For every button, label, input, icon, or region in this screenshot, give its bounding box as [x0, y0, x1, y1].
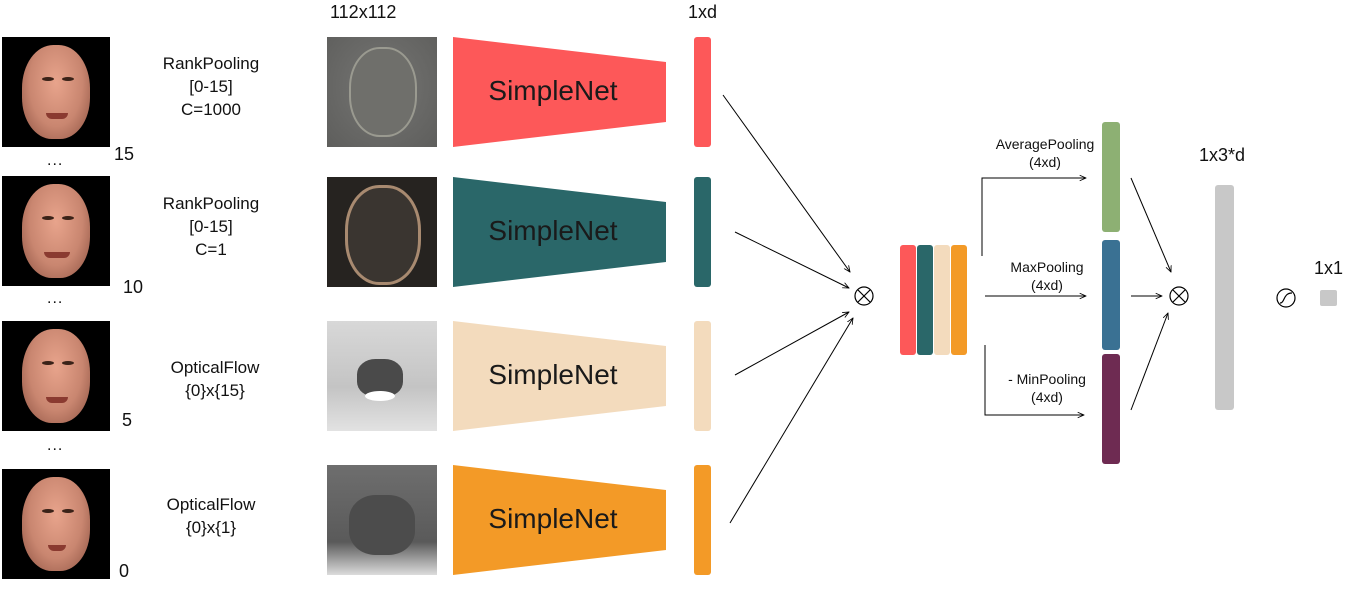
concat-feature-bar — [951, 245, 967, 355]
simplenet-block: SimpleNet — [453, 465, 666, 575]
input-method-label: RankPooling[0-15]C=1000 — [162, 54, 260, 119]
circled-times-icon — [854, 286, 874, 306]
concat-size-header: 1x3*d — [1199, 145, 1246, 165]
pooling-branch-arrow — [981, 178, 1086, 256]
pool-to-fusion-arrow — [1130, 177, 1171, 272]
image-size-header: 112x112 — [330, 2, 397, 22]
simplenet-label: SimpleNet — [488, 215, 618, 246]
feature-vector — [694, 37, 711, 147]
input-method-label: RankPooling[0-15]C=1 — [162, 194, 260, 259]
simplenet-block: SimpleNet — [453, 321, 666, 431]
feature-to-fusion-arrow — [722, 94, 850, 272]
feature-vector — [694, 321, 711, 431]
pooling-branch-arrow — [984, 345, 1084, 415]
feature-to-fusion-arrow — [729, 318, 853, 524]
simplenet-label: SimpleNet — [488, 359, 618, 390]
concat-feature-bar — [934, 245, 950, 355]
feature-size-header: 1xd — [688, 2, 718, 22]
face-frame-image — [2, 176, 110, 286]
simplenet-block: SimpleNet — [453, 37, 666, 147]
face-frame-image — [2, 37, 110, 147]
optical-flow-image — [327, 465, 437, 575]
simplenet-trapezoid — [453, 177, 666, 287]
output-size-header: 1x1 — [1314, 258, 1344, 278]
face-frame-image — [2, 469, 110, 579]
output-score-box — [1320, 290, 1337, 306]
pooling-output-bar — [1102, 354, 1120, 464]
feature-vector — [694, 465, 711, 575]
simplenet-trapezoid — [453, 321, 666, 431]
dynamic-image — [327, 37, 437, 147]
dynamic-image — [327, 177, 437, 287]
sigmoid-icon — [1276, 288, 1296, 308]
pooling-label: AveragePooling(4xd) — [995, 136, 1095, 170]
input-method-label: OpticalFlow{0}x{1} — [166, 495, 256, 537]
pool-to-fusion-arrow — [1130, 313, 1168, 411]
ellipsis: ... — [47, 290, 64, 307]
optical-flow-image — [327, 321, 437, 431]
combined-feature-bar — [1215, 185, 1234, 410]
concat-feature-bar — [900, 245, 916, 355]
input-method-label: OpticalFlow{0}x{15} — [170, 358, 260, 400]
simplenet-block: SimpleNet — [453, 177, 666, 287]
feature-to-fusion-arrow — [734, 231, 849, 288]
pooling-output-bar — [1102, 240, 1120, 350]
frame-index-label: 0 — [119, 561, 130, 581]
frame-index-label: 15 — [114, 144, 135, 164]
simplenet-trapezoid — [453, 37, 666, 147]
ellipsis: ... — [47, 152, 64, 169]
simplenet-trapezoid — [453, 465, 666, 575]
pooling-label: MaxPooling(4xd) — [1010, 259, 1084, 293]
face-frame-image — [2, 321, 110, 431]
concat-feature-bar — [917, 245, 933, 355]
simplenet-label: SimpleNet — [488, 75, 618, 106]
pooling-label: - MinPooling(4xd) — [1008, 371, 1086, 405]
pooling-output-bar — [1102, 122, 1120, 232]
feature-vector — [694, 177, 711, 287]
circled-times-icon — [1169, 286, 1189, 306]
feature-to-fusion-arrow — [734, 312, 849, 376]
ellipsis: ... — [47, 437, 64, 454]
frame-index-label: 10 — [123, 277, 144, 297]
simplenet-label: SimpleNet — [488, 503, 618, 534]
frame-index-label: 5 — [122, 410, 133, 430]
